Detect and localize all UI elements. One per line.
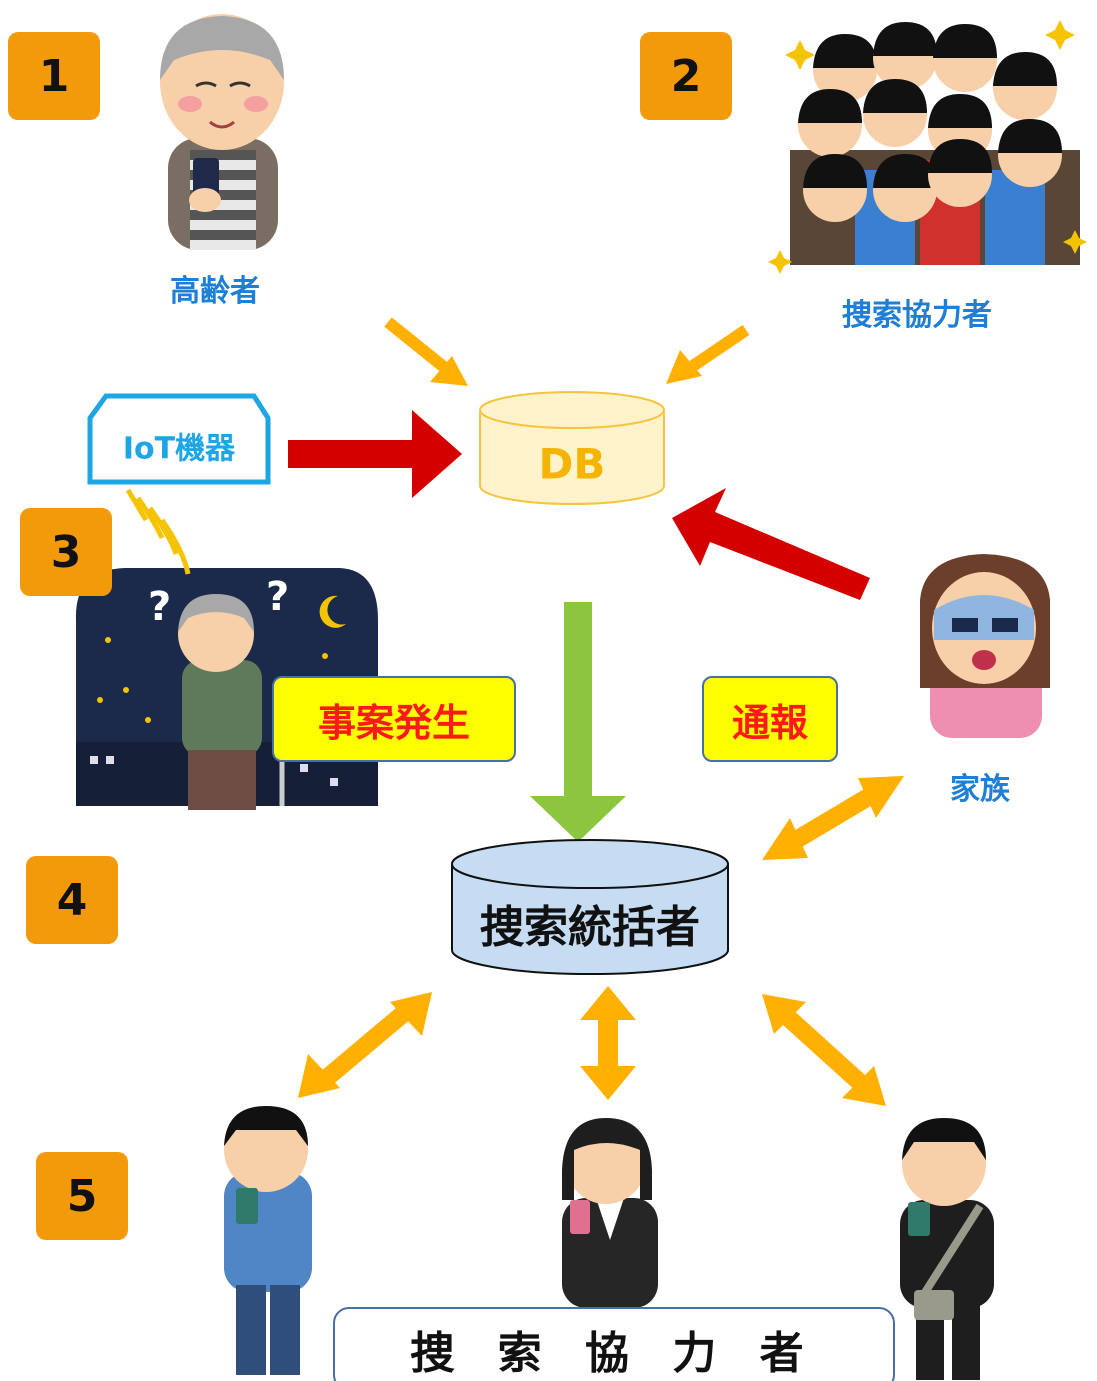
iot-label: IoT機器 (123, 432, 236, 467)
step-badge-5: 5 (36, 1152, 128, 1240)
step-badge-4: 4 (26, 856, 118, 944)
step-badge-1: 1 (8, 32, 100, 120)
helper-left-illustration (224, 1106, 312, 1375)
step-badge-2: 2 (640, 32, 732, 120)
family-label: 家族 (950, 772, 1010, 807)
db-label: DB (539, 440, 606, 489)
arrow-elderly-to-db (384, 317, 468, 386)
arrow-db-to-coordinator (530, 602, 626, 842)
arrow-coordinator-helper-right (762, 994, 886, 1106)
arrow-iot-to-db (288, 410, 462, 498)
arrow-coordinator-helper-left (298, 992, 432, 1098)
elderly-person-illustration (160, 14, 284, 250)
coordinator-label: 捜索統括者 (480, 902, 700, 953)
report-callout: 通報 (702, 676, 838, 762)
helper-center-illustration (562, 1118, 658, 1308)
arrow-coordinator-helper-center (580, 986, 636, 1100)
iot-device-box: IoT機器 (87, 393, 271, 485)
arrow-helpers-to-db (666, 325, 750, 384)
helper-right-illustration (900, 1118, 994, 1380)
elderly-label: 高齢者 (170, 274, 260, 309)
arrow-family-to-db (672, 488, 870, 600)
helpers-top-label: 捜索協力者 (842, 298, 992, 333)
crowd-illustration (768, 20, 1087, 274)
helpers-bottom-box: 捜 索 協 力 者 (333, 1307, 895, 1381)
db-cylinder: DB (479, 391, 665, 505)
arrow-family-coordinator (762, 776, 904, 860)
svg-text:?: ? (148, 584, 171, 630)
coordinator-cylinder: 捜索統括者 (451, 839, 729, 975)
incident-callout: 事案発生 (272, 676, 516, 762)
iot-signal-waves (125, 488, 191, 575)
family-person-illustration (920, 554, 1050, 738)
svg-text:?: ? (266, 574, 289, 620)
step-badge-3: 3 (20, 508, 112, 596)
